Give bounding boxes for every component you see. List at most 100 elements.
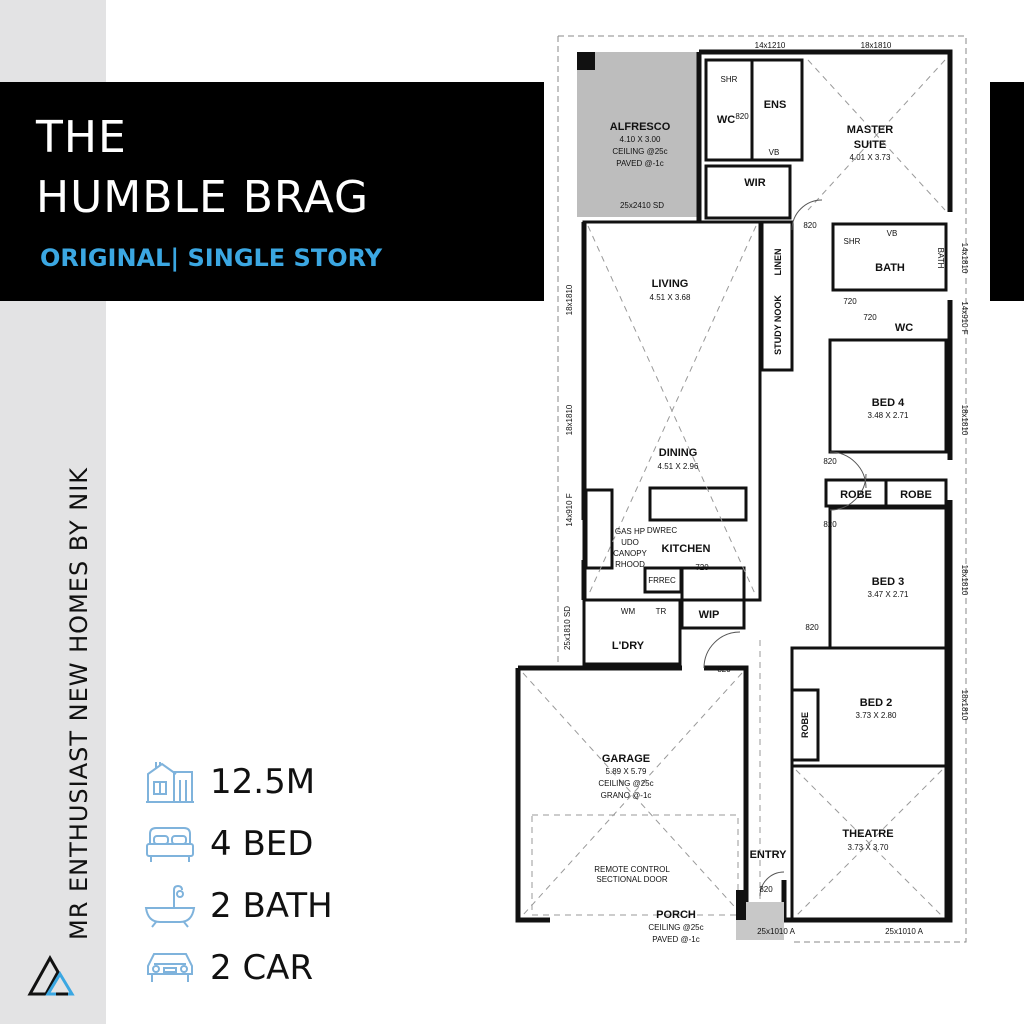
dining-label: DINING: [659, 447, 698, 459]
bath-label: BATH: [875, 262, 905, 274]
dim-right-2: 14x910 F: [960, 301, 969, 334]
feature-car: 2 CAR: [144, 944, 404, 994]
living-label: LIVING: [652, 278, 689, 290]
alfresco-area: [577, 52, 699, 217]
bed4-label: BED 4: [872, 397, 905, 409]
dim-top-2: 18x1810: [861, 41, 892, 50]
study-nook-label: STUDY NOOK: [773, 295, 783, 355]
door-820-entry: 820: [759, 885, 773, 894]
feature-frontage: 12.5M: [144, 758, 404, 808]
ens-label: ENS: [764, 99, 787, 111]
master-size: 4.01 X 3.73: [850, 153, 891, 162]
door-820-bed3: 820: [823, 520, 837, 529]
feature-bath: 2 BATH: [144, 882, 404, 932]
bed2-robe-label: ROBE: [800, 712, 810, 738]
dim-left-3: 14x910 F: [565, 493, 574, 526]
title-banner: [0, 82, 544, 301]
dim-left-2: 18x1810: [565, 404, 574, 435]
appliance-gas-hp: GAS HP: [615, 527, 645, 536]
wip-label: WIP: [699, 609, 720, 621]
dim-right-3: 18x1810: [960, 405, 969, 436]
dwrec-label: DWREC: [647, 526, 677, 535]
feature-car-label: 2 CAR: [210, 948, 314, 988]
porch-paved: PAVED @-1c: [652, 935, 699, 944]
door-820-ens: 820: [735, 112, 749, 121]
page-title: THE HUMBLE BRAG: [36, 108, 369, 228]
floor-plan: ALFRESCO MASTER SUITE ENS WC WIR BATH WC…: [515, 35, 969, 944]
bed3-size: 3.47 X 2.71: [868, 590, 909, 599]
appliance-canopy: CANOPY: [613, 549, 647, 558]
shr1-label: SHR: [721, 75, 738, 84]
dim-bottom-1: 25x1010 A: [757, 927, 795, 936]
car-icon: [147, 953, 193, 982]
garage-ceiling: CEILING @25c: [598, 779, 653, 788]
door-720-wc: 720: [863, 313, 877, 322]
wc1-label: WC: [717, 114, 735, 126]
kitchen-label: KITCHEN: [662, 543, 711, 555]
door-820-garage: 820: [717, 665, 731, 674]
dim-top-1: 14x1210: [755, 41, 786, 50]
alfresco-label: ALFRESCO: [610, 121, 671, 133]
garage-door-line2: SECTIONAL DOOR: [596, 875, 667, 884]
appliance-udo: UDO: [621, 538, 639, 547]
brand-vertical-text: MR ENTHUSIAST NEW HOMES BY NIK: [65, 466, 93, 940]
alfresco-paved: PAVED @-1c: [616, 159, 663, 168]
triangle-logo-icon: [27, 954, 75, 996]
bed4-size: 3.48 X 2.71: [868, 411, 909, 420]
robe-label-2: ROBE: [900, 489, 932, 501]
bed2-label: BED 2: [860, 697, 892, 709]
subtitle: ORIGINAL| SINGLE STORY: [40, 244, 383, 272]
garage-grano: GRANO @-1c: [601, 791, 652, 800]
entry-label: ENTRY: [750, 849, 788, 861]
garage-label: GARAGE: [602, 753, 650, 765]
frrec-label: FRREC: [648, 576, 676, 585]
dim-right-5: 18x1810: [960, 690, 969, 721]
alfresco-size: 4.10 X 3.00: [620, 135, 661, 144]
bed2-size: 3.73 X 2.80: [856, 711, 897, 720]
vb1-label: VB: [769, 148, 780, 157]
wm-label: WM: [621, 607, 636, 616]
bathtub-icon: [144, 884, 196, 928]
feature-bath-label: 2 BATH: [210, 886, 333, 926]
wc2-label: WC: [895, 322, 913, 334]
door-820-bed4: 820: [823, 457, 837, 466]
tr-label: TR: [656, 607, 667, 616]
door-820-hall: 820: [803, 221, 817, 230]
shr2-label: SHR: [844, 237, 861, 246]
linen-label: LINEN: [773, 249, 783, 276]
dim-alfresco: 25x2410 SD: [620, 201, 664, 210]
dim-left-1: 18x1810: [565, 284, 574, 315]
title-line-1: THE: [36, 112, 127, 163]
door-820-bed2: 820: [805, 623, 819, 632]
dim-bottom-2: 25x1010 A: [885, 927, 923, 936]
door-720-bath: 720: [843, 297, 857, 306]
living-size: 4.51 X 3.68: [650, 293, 691, 302]
theatre-label: THEATRE: [842, 828, 893, 840]
theatre-size: 3.73 X 3.70: [848, 843, 889, 852]
bathtub-label: BATH: [936, 248, 945, 269]
title-line-2: HUMBLE BRAG: [36, 172, 370, 223]
bed-icon: [146, 827, 194, 862]
porch-label: PORCH: [656, 909, 696, 921]
dim-right-4: 18x1810: [960, 565, 969, 596]
vb2-label: VB: [887, 229, 898, 238]
dim-left-4: 25x1810 SD: [563, 606, 572, 650]
door-720-wip: 720: [695, 563, 709, 572]
feature-bed-label: 4 BED: [210, 824, 314, 864]
dining-size: 4.51 X 2.96: [658, 462, 699, 471]
feature-bed: 4 BED: [144, 820, 404, 870]
garage-size: 5.89 X 5.79: [606, 767, 647, 776]
ldry-label: L'DRY: [612, 640, 645, 652]
garage-door-line1: REMOTE CONTROL: [594, 865, 670, 874]
dim-right-1: 14x1810: [960, 243, 969, 274]
right-accent-bar: [990, 82, 1024, 301]
alfresco-ceiling: CEILING @25c: [612, 147, 667, 156]
robe-label-1: ROBE: [840, 489, 872, 501]
appliance-rhood: RHOOD: [615, 560, 645, 569]
house-frontage-icon: [146, 762, 194, 803]
porch-ceiling: CEILING @25c: [648, 923, 703, 932]
feature-frontage-label: 12.5M: [210, 762, 316, 802]
wir-label: WIR: [744, 177, 765, 189]
master-label-2: SUITE: [854, 139, 886, 151]
master-label-1: MASTER: [847, 124, 894, 136]
